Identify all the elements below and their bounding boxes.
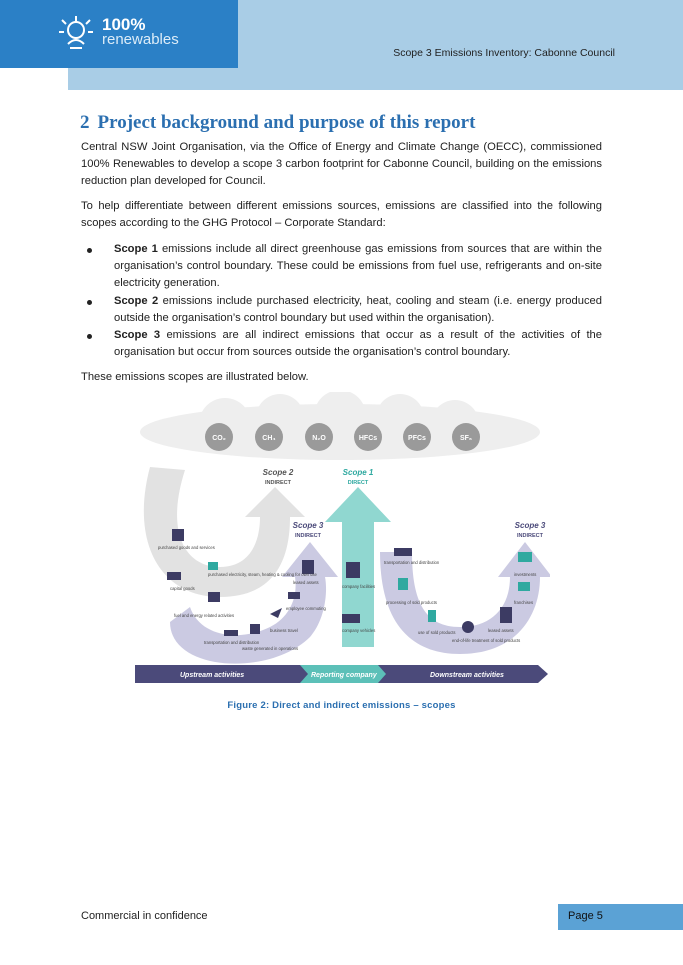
upstream-label: employee commuting	[286, 606, 326, 611]
gas-label: CO₂	[212, 435, 226, 442]
bullet-term: Scope 1	[114, 243, 158, 255]
gas-circle-sf6	[452, 423, 480, 451]
scope3-downstream-sub: INDIRECT	[517, 533, 544, 539]
upstream-label: capital goods	[170, 586, 195, 591]
upstream-label: transportation and distribution	[204, 640, 260, 645]
downstream-label: processing of sold products	[386, 600, 437, 605]
gas-circle-pfcs	[403, 423, 431, 451]
gas-circle-ch4	[255, 423, 283, 451]
reporting-band	[300, 665, 386, 683]
gas-label: N₂O	[312, 435, 326, 442]
scope3-upstream-arrow	[170, 542, 338, 664]
bullet-term: Scope 2	[114, 294, 159, 307]
downstream-label: investments	[514, 572, 536, 577]
cloud-background	[140, 392, 540, 460]
scope2-sub: INDIRECT	[265, 480, 292, 486]
scope2-arrow	[143, 467, 305, 597]
bullet-term: Scope 3	[114, 329, 161, 342]
leaf-bulb-icon	[59, 16, 93, 49]
scopes-intro-paragraph: To help differentiate between different …	[81, 200, 602, 230]
downstream-label: franchises	[514, 600, 533, 605]
investments-icon	[518, 552, 532, 562]
band-reporting-label: Reporting company	[311, 672, 378, 679]
upstream-label: fuel and energy related activities	[174, 613, 234, 618]
bullet-text: emissions include all direct greenhouse …	[114, 243, 602, 290]
recycle-icon	[462, 621, 474, 633]
bullet-icon	[87, 299, 92, 305]
plug-icon	[208, 562, 218, 570]
band-downstream-label: Downstream activities	[430, 672, 504, 679]
company-facility-icon	[346, 562, 360, 578]
illustration-intro: These emissions scopes are illustrated b…	[81, 371, 309, 383]
band-upstream-label: Upstream activities	[180, 672, 244, 679]
upstream-label: waste generated in operations	[242, 646, 298, 651]
section-heading: 2 Project background and purpose of this …	[80, 112, 475, 134]
scope3-upstream-title: Scope 3	[293, 521, 324, 530]
logo: 100% renewables	[0, 0, 238, 68]
scope2-title: Scope 2	[263, 468, 294, 477]
bulb-icon	[428, 610, 436, 622]
figure-caption: Figure 2: Direct and indirect emissions …	[227, 700, 456, 711]
gas-label: SF₆	[460, 435, 472, 442]
leased-building-icon	[500, 607, 512, 623]
gas-row: CO₂ CH₄ N₂O HFCs PFCs SF₆	[205, 423, 480, 451]
gas-label: HFCs	[359, 435, 377, 442]
factory-icon	[172, 529, 184, 541]
scope1-title: Scope 1	[343, 468, 374, 477]
waste-icon	[250, 624, 260, 634]
page-number-box: Page 5	[558, 904, 683, 930]
company-vehicle-icon	[342, 614, 360, 623]
reporting-label: company vehicles	[342, 628, 375, 633]
section-number: 2	[80, 112, 90, 133]
upstream-label: purchased electricity, steam, heating & …	[208, 572, 318, 577]
list-item: Scope 2 emissions include purchased elec…	[81, 293, 602, 327]
logo-text-renewables: renewables	[102, 31, 179, 48]
building-icon	[302, 560, 314, 574]
intro-paragraph: Central NSW Joint Organisation, via the …	[81, 141, 602, 188]
gas-label: CH₄	[262, 435, 275, 442]
upstream-label: purchased goods and services	[158, 545, 215, 550]
truck-icon	[167, 572, 181, 580]
scopes-diagram: CO₂ CH₄ N₂O HFCs PFCs SF₆ Scope 2 INDIRE…	[135, 392, 550, 683]
list-item: Scope 3 emissions are all indirect emiss…	[81, 327, 602, 361]
processing-icon	[398, 578, 408, 590]
logo-text-percent: 100%	[102, 15, 146, 34]
footer-confidential: Commercial in confidence	[81, 910, 208, 922]
ship-icon	[224, 630, 238, 636]
plane-icon	[270, 608, 282, 618]
upstream-label: leased assets	[293, 580, 319, 585]
scope3-downstream-title: Scope 3	[515, 521, 546, 530]
bullet-text: emissions are all indirect emissions tha…	[114, 329, 602, 359]
reporting-label: company facilities	[342, 584, 375, 589]
page-number: Page 5	[568, 910, 603, 922]
scope3-downstream-arrow	[380, 542, 550, 654]
gas-circle-n2o	[305, 423, 333, 451]
section-title: Project background and purpose of this r…	[97, 112, 476, 133]
downstream-label: transportation and distribution	[384, 560, 440, 565]
scope1-sub: DIRECT	[348, 480, 369, 486]
downstream-label: use of sold products	[418, 630, 455, 635]
upstream-label: business travel	[270, 628, 298, 633]
franchise-icon	[518, 582, 530, 591]
bullet-icon	[87, 248, 92, 253]
gas-circle-hfcs	[354, 423, 382, 451]
activity-labels: purchased goods and services purchased e…	[158, 545, 536, 651]
gas-circle-co2	[205, 423, 233, 451]
gas-label: PFCs	[408, 435, 426, 442]
downstream-label: end-of-life treatment of sold products	[452, 638, 520, 643]
activity-icons	[167, 529, 532, 636]
scope3-upstream-sub: INDIRECT	[295, 533, 322, 539]
bullet-text: emissions include purchased electricity,…	[114, 294, 602, 324]
downstream-ship-icon	[394, 548, 412, 556]
document-title: Scope 3 Emissions Inventory: Cabonne Cou…	[393, 47, 615, 59]
car-icon	[288, 592, 300, 599]
bullet-icon	[87, 334, 92, 340]
list-item: Scope 1 emissions include all direct gre…	[81, 241, 602, 293]
scope-bullet-list: Scope 1 emissions include all direct gre…	[81, 241, 602, 361]
downstream-label: leased assets	[488, 628, 514, 633]
capital-goods-icon	[208, 592, 220, 602]
